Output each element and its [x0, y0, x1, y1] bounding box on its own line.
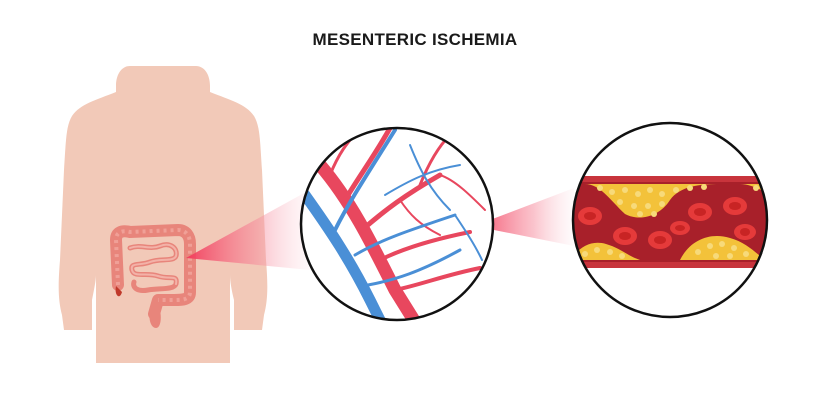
main-vein	[301, 189, 391, 320]
rectum	[149, 310, 161, 328]
plaque-texture	[582, 184, 759, 259]
human-torso-figure	[58, 66, 268, 363]
vein-branches	[333, 128, 483, 287]
appendix	[115, 286, 122, 297]
small-intestine-inner	[129, 243, 178, 285]
large-intestine-highlight	[113, 227, 192, 302]
mesenteric-vessels-zoom	[299, 126, 495, 322]
zoom-circle-2-border	[571, 121, 769, 319]
large-intestine	[110, 224, 196, 320]
zoom-beam-2	[474, 188, 574, 246]
zoom-beam-1	[186, 192, 310, 270]
blocked-artery-cross-section	[571, 121, 769, 319]
plaque-top	[585, 184, 720, 218]
diagram-title: MESENTERIC ISCHEMIA	[312, 30, 518, 49]
body-silhouette	[58, 66, 268, 363]
red-blood-cells	[578, 197, 756, 249]
zoom-circle-1-border	[299, 126, 495, 322]
